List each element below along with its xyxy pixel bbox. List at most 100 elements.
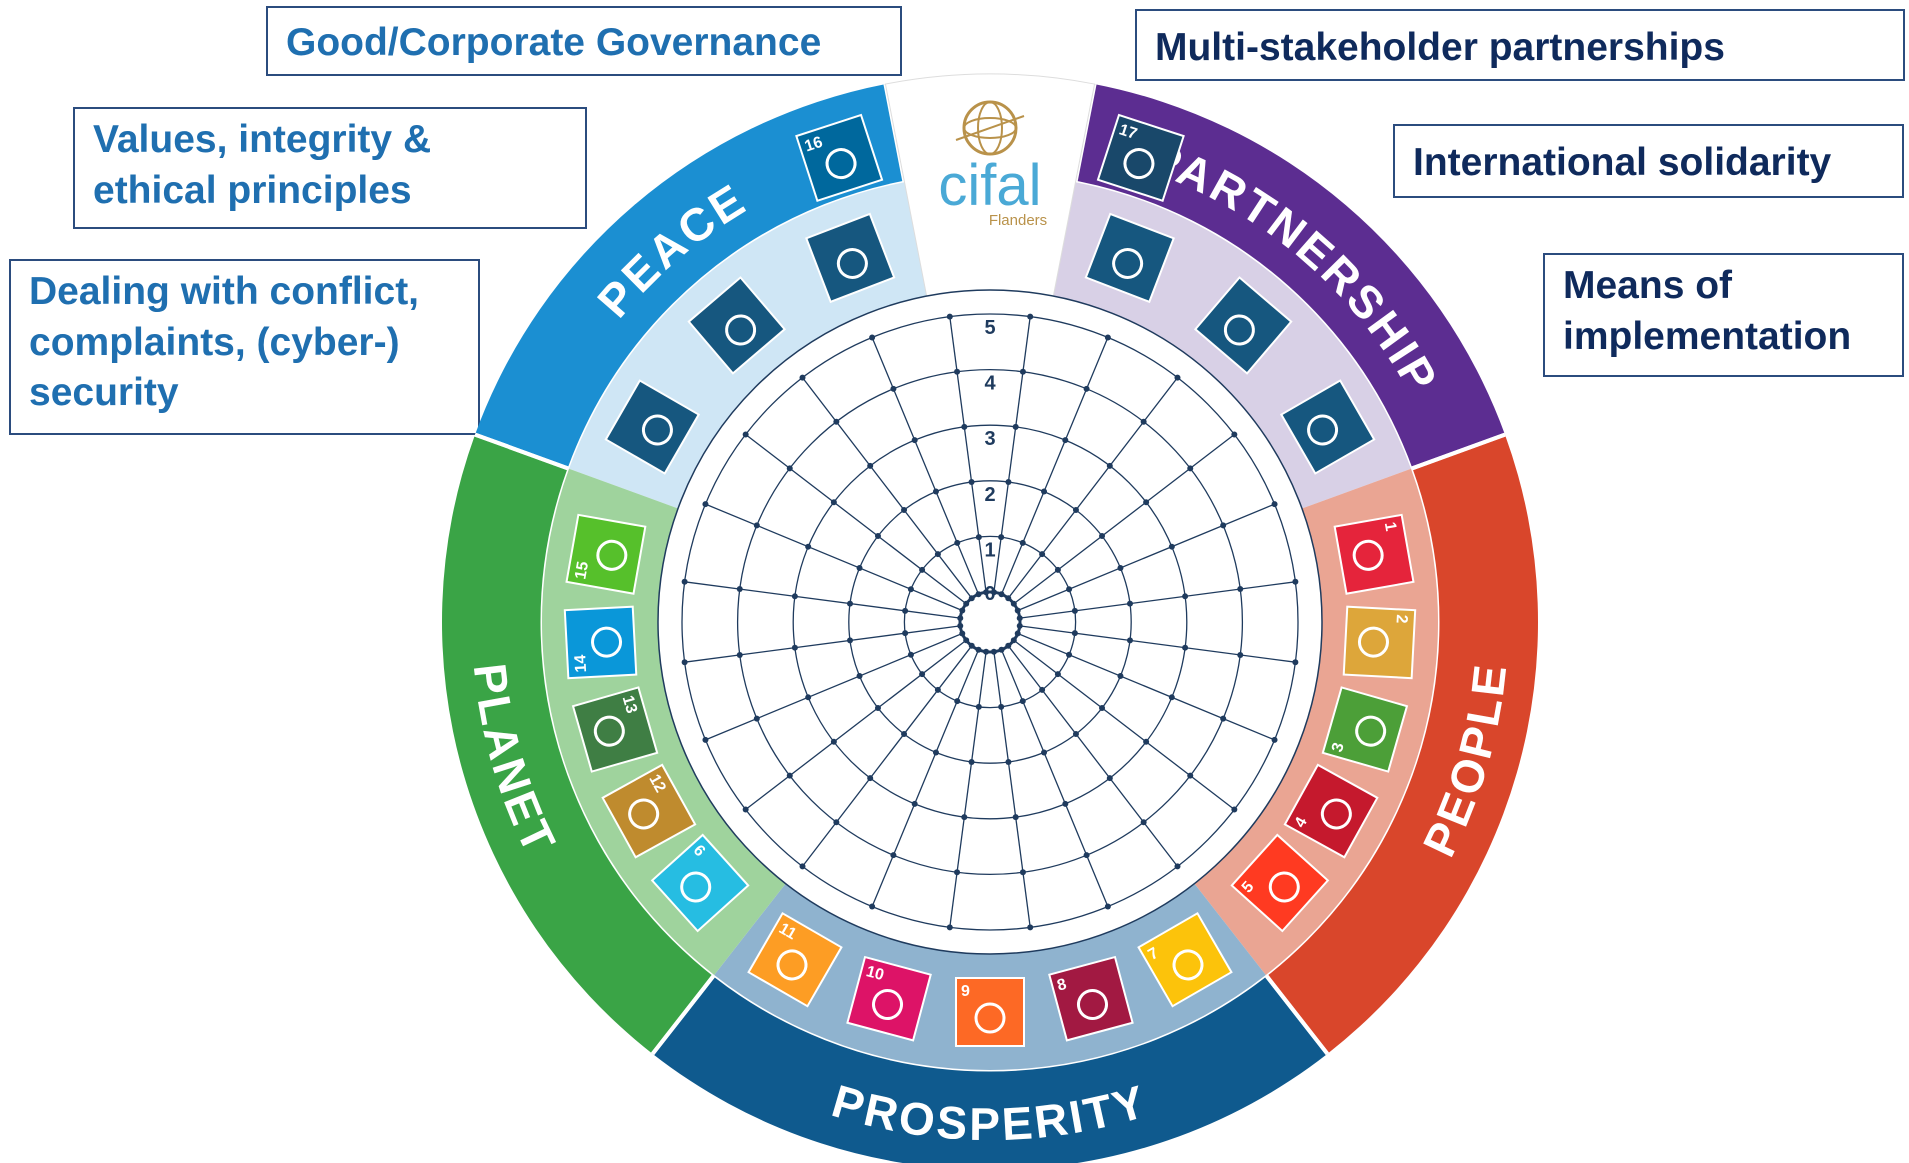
radar-node	[1237, 651, 1244, 658]
radar-spoke	[871, 337, 980, 595]
radar-spoke	[949, 651, 987, 928]
svg-text:16: 16	[803, 134, 825, 156]
callout-means-line1: Means of	[1563, 264, 1733, 307]
radar-node	[830, 738, 837, 745]
callout-conflict: Dealing with conflict, complaints, (cybe…	[9, 259, 480, 435]
radar-node	[1005, 642, 1012, 649]
radar-node	[959, 607, 966, 614]
radar-node	[902, 630, 909, 637]
radar-node	[1041, 488, 1048, 495]
radar-node	[1010, 600, 1017, 607]
radar-ring	[736, 368, 1244, 876]
radar-node	[1072, 506, 1079, 513]
radar-node	[911, 800, 918, 807]
radar-spoke	[871, 649, 980, 907]
svg-text:1: 1	[1381, 521, 1399, 533]
radar-node	[1005, 479, 1012, 486]
sdg-tile-7: 7	[1137, 911, 1233, 1008]
radar-node	[890, 852, 897, 859]
sdg-tile-10: 10	[846, 955, 932, 1042]
svg-text:14: 14	[572, 654, 590, 673]
radar-spoke	[1007, 645, 1179, 867]
radar-node	[990, 589, 997, 596]
svg-text:8: 8	[1055, 976, 1068, 995]
radar-node	[946, 924, 953, 931]
radar-node	[1140, 418, 1147, 425]
radar-node	[902, 607, 909, 614]
dove-icon	[604, 379, 701, 475]
radar-node	[1187, 772, 1194, 779]
radar-node	[1041, 749, 1048, 756]
radar-node	[833, 418, 840, 425]
radar-node	[791, 644, 798, 651]
radar-node	[954, 698, 961, 705]
radar-node	[791, 593, 798, 600]
radar-spoke	[1013, 639, 1235, 811]
svg-text:13: 13	[619, 694, 640, 716]
radar-spoke	[705, 503, 963, 612]
svg-text:17: 17	[1117, 121, 1139, 143]
radar-node	[998, 703, 1005, 710]
radar-bg	[657, 289, 1323, 955]
radar-node	[1292, 578, 1299, 585]
radar-ring	[903, 535, 1077, 709]
radar-spoke	[745, 639, 967, 811]
logo-sub: Flanders	[989, 212, 1047, 229]
sdg-tile-16: 16	[795, 113, 884, 202]
radar-node	[1014, 607, 1021, 614]
radar-node	[1220, 715, 1227, 722]
radar-node	[911, 437, 918, 444]
radar-spoke	[705, 632, 963, 741]
radar-node	[934, 686, 941, 693]
radar-node	[998, 591, 1005, 598]
radar-node	[742, 806, 749, 813]
svg-text:12: 12	[645, 772, 669, 796]
radar-spoke	[801, 645, 973, 867]
radar-spoke	[993, 651, 1031, 928]
radar-node	[805, 543, 812, 550]
cifal-logo: cifal Flanders	[884, 73, 1096, 317]
prosperity-band-outer	[652, 975, 1328, 1163]
radar-node	[1143, 738, 1150, 745]
sdg-tile-9: 9	[955, 977, 1025, 1047]
radar-node	[1010, 637, 1017, 644]
radar-node	[934, 551, 941, 558]
planet-band-outer	[441, 434, 715, 1054]
svg-text:2: 2	[1392, 614, 1409, 624]
radar-node	[847, 600, 854, 607]
radar-ring	[958, 590, 1022, 654]
radar-node	[1062, 800, 1069, 807]
radar-node	[1062, 437, 1069, 444]
radar-node	[1019, 539, 1026, 546]
radar-node	[1083, 852, 1090, 859]
radar-node	[959, 630, 966, 637]
radar-node	[1126, 637, 1133, 644]
radar-node	[1071, 607, 1078, 614]
radar-node	[1271, 501, 1278, 508]
radar-node	[702, 501, 709, 508]
radar-node	[1019, 368, 1026, 375]
radar-ring	[792, 424, 1188, 820]
radar-spoke	[1000, 649, 1109, 907]
radar-node	[1292, 659, 1299, 666]
radar-spoke	[745, 433, 967, 605]
radar-node	[1005, 758, 1012, 765]
radar-node	[856, 564, 863, 571]
radar-node	[1168, 543, 1175, 550]
radar-node	[1106, 462, 1113, 469]
radar-node	[1220, 522, 1227, 529]
radar-node	[1168, 694, 1175, 701]
radar-node	[1126, 600, 1133, 607]
radar-node	[975, 646, 982, 653]
radar-node	[1117, 564, 1124, 571]
radar-node	[1099, 704, 1106, 711]
callout-means-line2: implementation	[1563, 314, 1852, 358]
radar-ring	[848, 480, 1132, 764]
radar-node	[907, 586, 914, 593]
sdg-tile-5: 5	[1230, 833, 1330, 933]
radar-node	[961, 423, 968, 430]
logo-name: cifal	[938, 153, 1041, 218]
radar-node	[1237, 586, 1244, 593]
svg-text:15: 15	[572, 560, 592, 581]
